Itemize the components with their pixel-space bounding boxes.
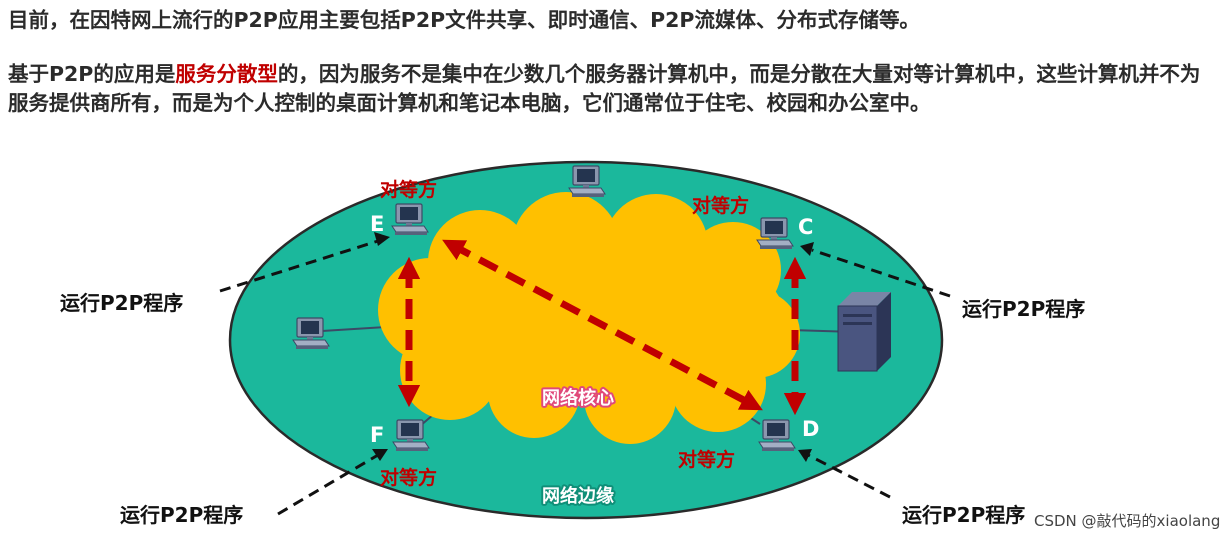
peer-f-label: 对等方	[380, 466, 437, 489]
desktop-computer-icon	[568, 165, 606, 198]
peer-c-computer-icon	[756, 217, 794, 250]
run-p2p-label-bottom-left: 运行P2P程序	[120, 503, 243, 527]
node-d-label: D	[802, 417, 819, 441]
run-program-callouts	[219, 239, 951, 516]
run-p2p-label-left: 运行P2P程序	[60, 291, 183, 315]
peer-c-label: 对等方	[692, 194, 749, 217]
node-e-label: E	[370, 212, 384, 236]
p2p-transfer-arrows	[397, 239, 807, 416]
callout-arrowheads	[372, 232, 814, 462]
peer-d-label: 对等方	[678, 448, 735, 471]
node-f-label: F	[370, 423, 384, 447]
network-edge-label: 网络边缘	[542, 485, 614, 507]
description-paragraph: 基于P2P的应用是服务分散型的，因为服务不是集中在少数几个服务器计算机中，而是分…	[8, 60, 1208, 118]
csdn-watermark: CSDN @敲代码的xiaolang	[1034, 512, 1220, 530]
intro-paragraph: 目前，在因特网上流行的P2P应用主要包括P2P文件共享、即时通信、P2P流媒体、…	[8, 8, 920, 32]
peer-d-computer-icon	[758, 419, 796, 452]
run-p2p-label-bottom-right: 运行P2P程序	[902, 503, 1025, 527]
network-core-label: 网络核心	[542, 387, 614, 409]
arrow-e-d	[442, 239, 763, 411]
run-p2p-label-right: 运行P2P程序	[962, 297, 1085, 321]
description-text-end: 的，因为服务不是集中在少数几个服务器计算机中，而是分散在大量对等计算机中，这些计…	[8, 62, 1201, 115]
service-decentralized-highlight: 服务分散型	[175, 62, 278, 86]
description-text-start: 基于P2P的应用是	[8, 62, 176, 86]
peer-e-label: 对等方	[380, 178, 437, 201]
server-tower-icon	[837, 292, 891, 372]
node-c-label: C	[798, 215, 813, 239]
